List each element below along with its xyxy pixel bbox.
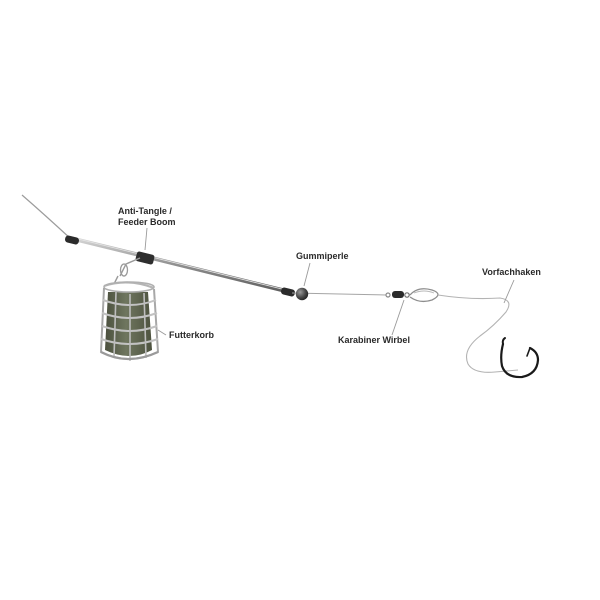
label-boom-line1: Anti-Tangle /	[118, 206, 172, 216]
label-rubber-bead: Gummiperle	[296, 251, 349, 261]
leader-bead	[303, 262, 311, 287]
label-hook: Vorfachhaken	[482, 267, 541, 277]
feeder-basket-icon	[99, 281, 160, 361]
boom-rear-tube	[280, 287, 296, 297]
feeder-link	[113, 257, 141, 285]
label-boom-line2: Feeder Boom	[118, 217, 176, 227]
label-anti-tangle-boom: Anti-Tangle / Feeder Boom	[118, 206, 176, 228]
rubber-bead-icon	[295, 287, 309, 301]
leader-boom	[144, 227, 148, 251]
snap-swivel-icon	[385, 288, 439, 303]
hook-link	[437, 294, 519, 373]
anti-tangle-boom	[64, 235, 296, 297]
label-snap-swivel: Karabiner Wirbel	[338, 335, 410, 345]
boom-connector	[135, 251, 155, 265]
fishing-hook-icon	[500, 337, 540, 379]
leader-hook	[503, 279, 515, 304]
leader-feeder	[157, 329, 167, 336]
main-line	[21, 194, 73, 241]
leader-swivel	[391, 299, 405, 336]
label-feeder-basket: Futterkorb	[169, 330, 214, 340]
boom-front-tube	[64, 235, 80, 245]
